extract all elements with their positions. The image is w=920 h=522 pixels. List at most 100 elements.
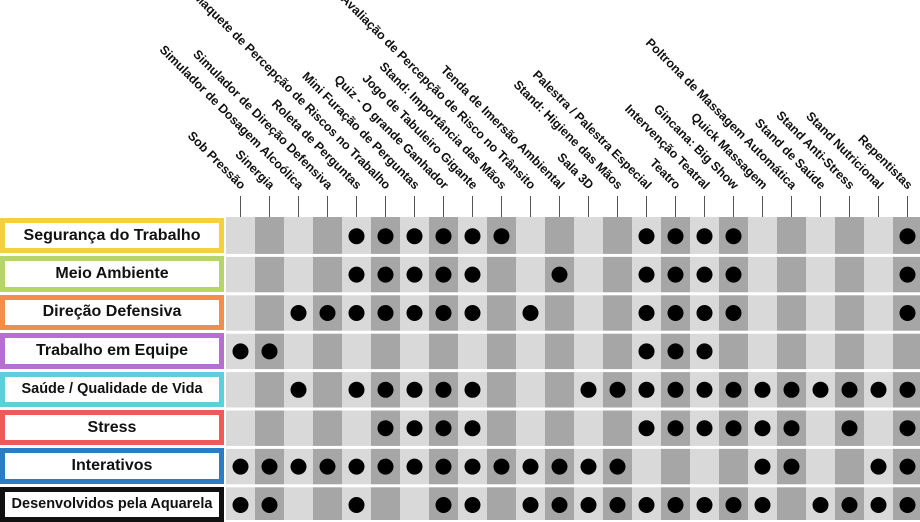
matrix-dot	[232, 343, 249, 360]
row-separator	[226, 407, 920, 411]
matrix-dot	[290, 305, 307, 321]
row-label: Saúde / Qualidade de Vida	[0, 371, 224, 407]
matrix-dot	[667, 266, 684, 283]
matrix-dot	[377, 305, 394, 321]
matrix-dot	[435, 266, 452, 283]
matrix-dot	[696, 266, 713, 283]
matrix-dot	[406, 420, 423, 437]
matrix-dot	[783, 458, 800, 475]
row-separator	[226, 253, 920, 257]
matrix-dot	[841, 497, 858, 513]
matrix-dot	[638, 497, 655, 513]
matrix-dot	[290, 458, 307, 475]
matrix-dot	[899, 497, 916, 513]
row-label: Trabalho em Equipe	[0, 333, 224, 369]
row-label-text: Segurança do Trabalho	[23, 226, 201, 244]
matrix-dot	[348, 228, 365, 245]
matrix-dot	[754, 381, 771, 398]
column-stripe	[806, 217, 835, 520]
matrix-dot	[464, 266, 481, 283]
matrix-dot	[841, 420, 858, 437]
row-label: Desenvolvidos pela Aquarela	[0, 486, 224, 522]
column-stripe	[893, 217, 920, 520]
matrix-dot	[551, 266, 568, 283]
matrix-dot	[870, 381, 887, 398]
matrix-dot	[667, 343, 684, 360]
matrix-dot	[725, 497, 742, 513]
matrix-dot	[232, 497, 249, 513]
matrix-dot	[377, 420, 394, 437]
matrix-dot	[812, 497, 829, 513]
row-label-text: Desenvolvidos pela Aquarela	[11, 496, 213, 513]
matrix-dot	[899, 305, 916, 321]
matrix-dot	[319, 458, 336, 475]
matrix-dot	[638, 381, 655, 398]
matrix-dot	[754, 497, 771, 513]
matrix-dot	[435, 228, 452, 245]
matrix-dot	[638, 228, 655, 245]
matrix-dot	[261, 343, 278, 360]
row-separator	[226, 369, 920, 373]
matrix-dot	[464, 458, 481, 475]
matrix-dot	[725, 420, 742, 437]
matrix-dot	[696, 305, 713, 321]
matrix-dot	[377, 458, 394, 475]
matrix-dot	[667, 228, 684, 245]
matrix-dot	[638, 305, 655, 321]
matrix-dot	[377, 381, 394, 398]
column-stripe	[632, 217, 661, 520]
matrix-dot	[319, 305, 336, 321]
matrix-dot	[899, 458, 916, 475]
matrix-dot	[435, 305, 452, 321]
matrix-dot	[754, 420, 771, 437]
row-separator	[226, 330, 920, 334]
matrix-dot	[232, 458, 249, 475]
matrix-dot	[406, 458, 423, 475]
matrix-dot	[551, 458, 568, 475]
column-stripe	[835, 217, 864, 520]
row-label: Interativos	[0, 448, 224, 484]
matrix-dot	[899, 228, 916, 245]
matrix-dot	[725, 228, 742, 245]
matrix-dot	[638, 266, 655, 283]
matrix-dot	[464, 228, 481, 245]
row-label: Direção Defensiva	[0, 294, 224, 331]
matrix-dot	[609, 497, 626, 513]
row-label: Meio Ambiente	[0, 256, 224, 292]
matrix-dot	[406, 305, 423, 321]
matrix-dot	[899, 381, 916, 398]
row-separator	[226, 445, 920, 449]
matrix-dot	[609, 381, 626, 398]
matrix-dot	[261, 458, 278, 475]
matrix-dot	[783, 420, 800, 437]
matrix-dot	[812, 381, 829, 398]
matrix-dot	[580, 458, 597, 475]
matrix-dot	[348, 381, 365, 398]
matrix-dot	[899, 420, 916, 437]
matrix-dot	[580, 497, 597, 513]
matrix-dot	[261, 497, 278, 513]
matrix-dot	[522, 497, 539, 513]
matrix-dot	[377, 228, 394, 245]
matrix-dot	[348, 458, 365, 475]
matrix-dot	[667, 420, 684, 437]
matrix-dot	[725, 305, 742, 321]
column-stripe	[719, 217, 748, 520]
matrix-dot	[667, 381, 684, 398]
matrix-dot	[841, 381, 858, 398]
matrix-dot	[435, 458, 452, 475]
matrix-dot	[783, 381, 800, 398]
matrix-dot	[464, 381, 481, 398]
matrix-dot	[464, 420, 481, 437]
matrix-dot	[348, 266, 365, 283]
matrix-dot	[406, 381, 423, 398]
row-label-text: Direção Defensiva	[42, 303, 182, 321]
matrix-dot	[870, 497, 887, 513]
matrix-dot	[435, 497, 452, 513]
matrix-dot	[435, 420, 452, 437]
matrix-dot	[696, 343, 713, 360]
matrix-dot	[638, 420, 655, 437]
row-label-text: Interativos	[71, 457, 153, 475]
matrix-dot	[899, 266, 916, 283]
